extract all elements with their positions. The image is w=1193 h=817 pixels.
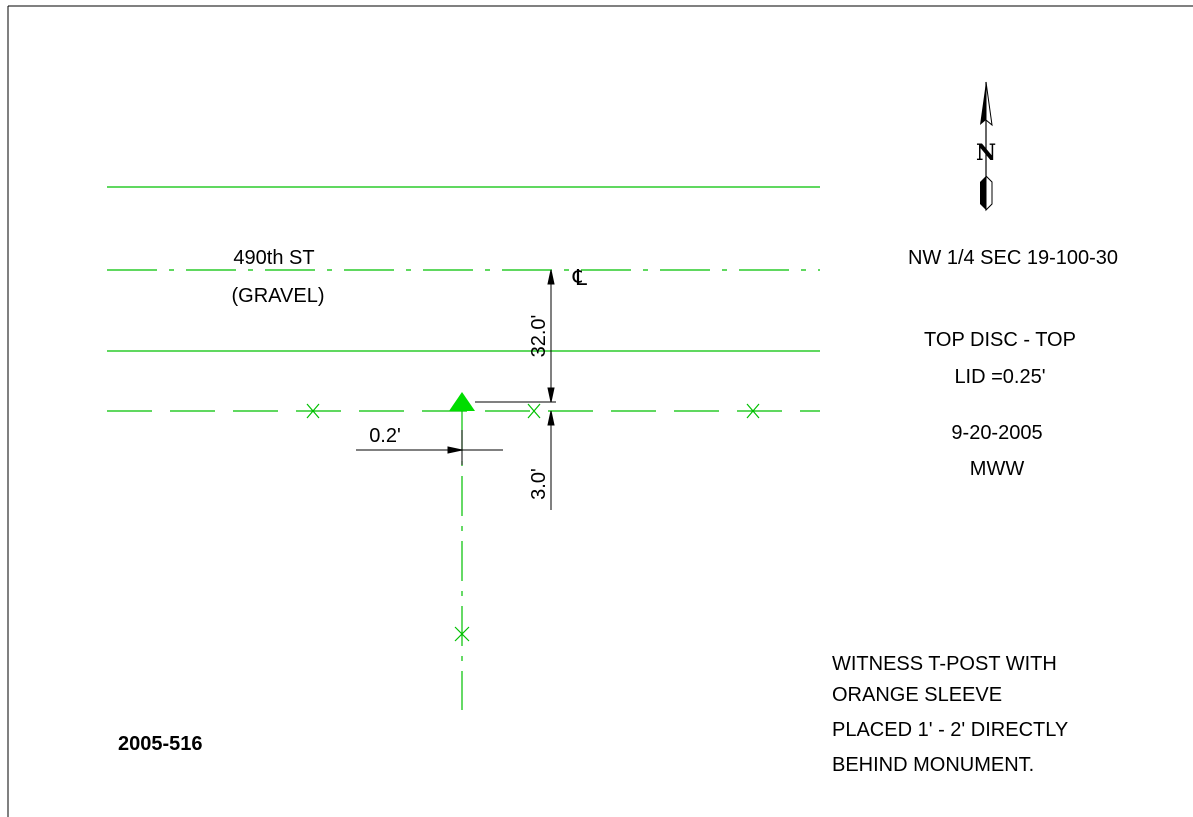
- road-name: 490th ST: [233, 247, 314, 269]
- dim-label-3: 3.0': [528, 468, 550, 500]
- witness-note-line: ORANGE SLEEVE: [832, 684, 1002, 706]
- fence-x-mark: [306, 403, 320, 419]
- arrowhead-right: [447, 446, 463, 454]
- north-arrow-head-outline: [985, 81, 993, 127]
- north-arrow-icon: N: [976, 81, 996, 212]
- measurement-line-2: LID =0.25': [954, 366, 1045, 388]
- road-lines: [107, 186, 820, 710]
- arrowhead-up-small: [547, 410, 555, 426]
- witness-x-mark: [454, 626, 470, 642]
- measurement-line-1: TOP DISC - TOP: [924, 329, 1076, 351]
- dim-label-02: 0.2': [369, 425, 401, 447]
- witness-note-line: PLACED 1' - 2' DIRECTLY: [832, 719, 1068, 741]
- road-surface: (GRAVEL): [232, 285, 325, 307]
- drawing-number: 2005-516: [118, 733, 203, 755]
- witness-note-line: BEHIND MONUMENT.: [832, 754, 1034, 776]
- north-arrow-head: [980, 82, 986, 125]
- arrowhead-down: [547, 387, 555, 403]
- fence-marks: [306, 403, 760, 642]
- location-note: NW 1/4 SEC 19-100-30: [908, 247, 1118, 269]
- north-arrow-tail-outline: [985, 174, 993, 212]
- dim-label-32: 32.0': [528, 315, 550, 358]
- centerline-symbol: ℄: [572, 265, 588, 290]
- fence-x-mark: [527, 403, 541, 419]
- monument-marker: [449, 392, 475, 411]
- arrowhead-up: [547, 269, 555, 285]
- fence-x-mark: [746, 403, 760, 419]
- north-label: N: [976, 140, 996, 166]
- surveyor-initials: MWW: [970, 458, 1025, 480]
- witness-note-line: WITNESS T-POST WITH: [832, 653, 1057, 675]
- north-arrow-tail: [980, 176, 986, 210]
- dimension-lines: [356, 269, 556, 510]
- survey-date: 9-20-2005: [951, 422, 1042, 444]
